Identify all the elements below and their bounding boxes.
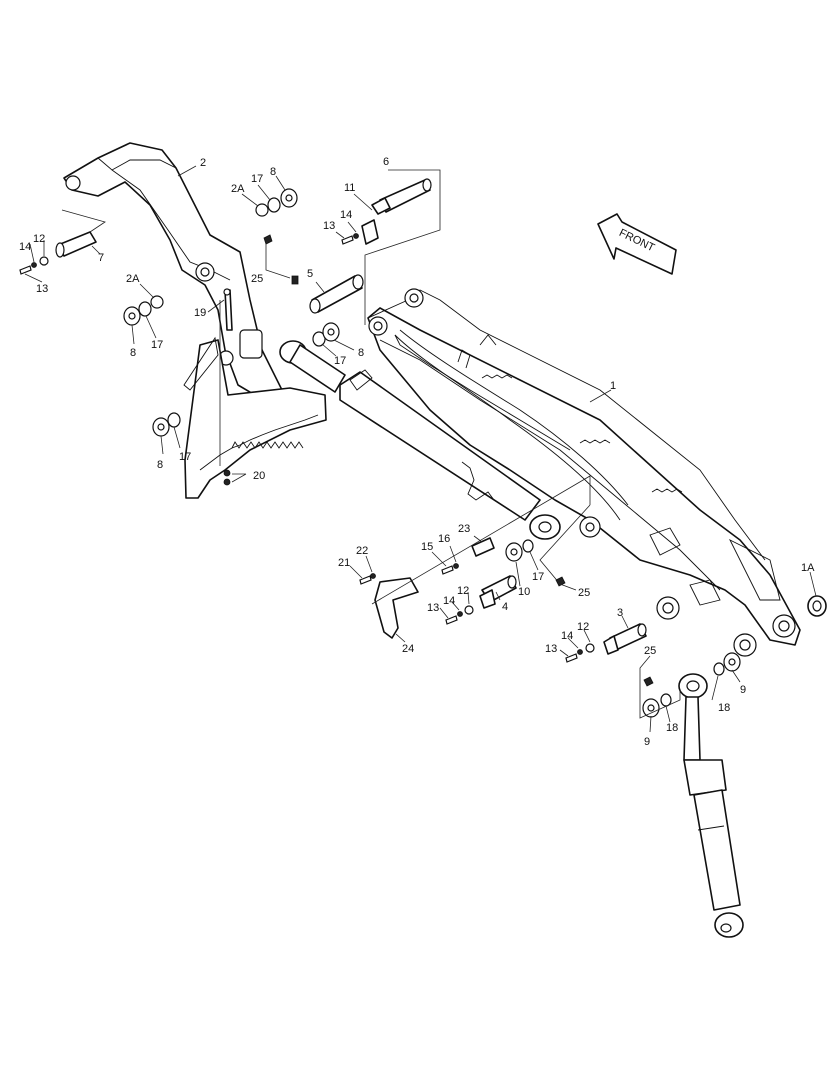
callout-18-b: 18 [666, 722, 678, 734]
callout-17-a: 17 [151, 339, 163, 351]
callout-1A: 1A [801, 562, 815, 574]
callout-2: 2 [200, 157, 206, 169]
callout-8-c: 8 [157, 459, 163, 471]
pin-3 [603, 623, 647, 655]
callout-16: 16 [438, 533, 450, 545]
callout-17-c: 17 [179, 451, 191, 463]
callout-17-d: 17 [532, 571, 544, 583]
pin-4 [479, 575, 517, 609]
callout-15: 15 [421, 541, 433, 553]
callout-14-c: 14 [443, 595, 455, 607]
callout-14-d: 14 [561, 630, 573, 642]
callout-2A-mid: 2A [126, 273, 140, 285]
boom-part [367, 288, 801, 657]
callout-25-b: 25 [578, 587, 590, 599]
dipper-cylinder-part [678, 673, 744, 938]
callout-6: 6 [383, 156, 389, 168]
callout-25-c: 25 [644, 645, 656, 657]
bracket-24 [374, 577, 419, 639]
callout-18-a: 18 [718, 702, 730, 714]
pin-5 [309, 274, 364, 314]
clip-23 [471, 537, 495, 557]
callout-10: 10 [518, 586, 530, 598]
callout-8-top: 8 [270, 166, 276, 178]
callout-23: 23 [458, 523, 470, 535]
callout-22: 22 [356, 545, 368, 557]
callout-2A-top: 2A [231, 183, 245, 195]
callout-labels: 1 1A 2 2A 2A 3 4 5 6 7 8 8 8 8 9 9 10 11… [19, 156, 815, 748]
callout-9-b: 9 [644, 736, 650, 748]
callout-25-a: 25 [251, 273, 263, 285]
hardware-group [19, 188, 741, 718]
callout-14-a: 14 [19, 241, 31, 253]
callout-19: 19 [194, 307, 206, 319]
callout-21: 21 [338, 557, 350, 569]
callout-7: 7 [98, 252, 104, 264]
callout-20: 20 [253, 470, 265, 482]
swing-bracket-part [63, 142, 287, 421]
callout-13-c: 13 [427, 602, 439, 614]
callout-13-a: 13 [36, 283, 48, 295]
callout-11: 11 [344, 182, 355, 194]
callout-3: 3 [617, 607, 623, 619]
callout-13-b: 13 [323, 220, 335, 232]
callout-14-b: 14 [340, 209, 352, 221]
callout-8-a: 8 [130, 347, 136, 359]
callout-8-b: 8 [358, 347, 364, 359]
callout-12-b: 12 [457, 585, 469, 597]
callout-1: 1 [610, 380, 616, 392]
bushing-1A [807, 595, 827, 617]
boom-hydraulic-hoses [394, 329, 629, 521]
callout-24: 24 [402, 643, 414, 655]
callout-17-top: 17 [251, 173, 263, 185]
pin-19 [223, 288, 233, 331]
callout-9-a: 9 [740, 684, 746, 696]
callout-5: 5 [307, 268, 313, 280]
callout-13-d: 13 [545, 643, 557, 655]
callout-12-c: 12 [577, 621, 589, 633]
leader-lines [24, 165, 817, 733]
callout-4: 4 [502, 601, 508, 613]
callout-17-b: 17 [334, 355, 346, 367]
pin-7 [55, 231, 97, 258]
pin-6 [371, 178, 432, 215]
boom-cylinder-part [279, 340, 561, 540]
front-direction-arrow: FRONT [597, 213, 677, 275]
callout-12-a: 12 [33, 233, 45, 245]
